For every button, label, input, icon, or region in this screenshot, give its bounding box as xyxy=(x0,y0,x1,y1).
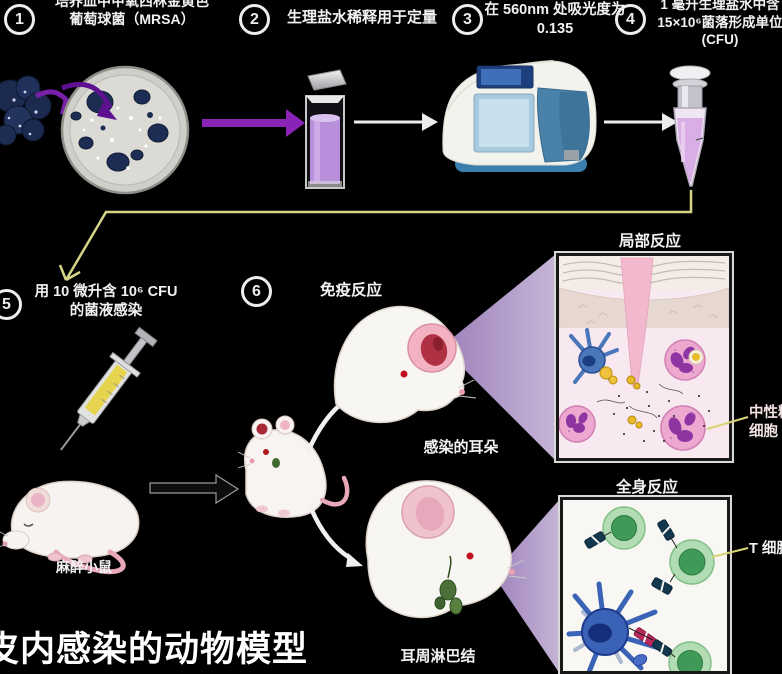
immune-cells-illustration xyxy=(563,500,727,671)
anesthetized-mouse-icon xyxy=(0,480,140,575)
step-4-label: 1 毫升生理盐水中含 15×10⁶菌落形成单位 (CFU) xyxy=(657,0,782,48)
step-5-number: 5 xyxy=(0,289,22,320)
antigen-blob-icon xyxy=(632,654,648,666)
systemic-reaction-label: 全身反应 xyxy=(615,479,678,496)
arrow-dish-to-cuvette-icon xyxy=(202,109,305,137)
receptor-bar-icon xyxy=(584,531,606,549)
spectrophotometer-icon xyxy=(442,60,597,172)
infected-ear-label: 感染的耳朵 xyxy=(423,439,499,456)
step-5-label: 用 10 微升含 10⁶ CFU 的菌液感染 xyxy=(34,284,178,319)
mouse-icon xyxy=(237,415,350,518)
neutrophil-icon xyxy=(664,339,706,381)
ear-lymph-nodes-label: 耳周淋巴结 xyxy=(400,648,476,665)
step-2-number: 2 xyxy=(239,4,270,35)
step-3-label: 在 560nm 处吸光度为 0.135 xyxy=(484,2,626,37)
step-2-label: 生理盐水稀释用于定量 xyxy=(286,9,437,26)
dendritic-cell-icon xyxy=(569,328,619,385)
step-4-number: 4 xyxy=(615,4,646,35)
infected-ear-mouse-icon xyxy=(333,305,477,424)
neutrophil-icon xyxy=(660,405,706,451)
beam-local-icon xyxy=(450,254,556,461)
neutrophils-label: 中性粒 细胞 xyxy=(749,405,782,440)
arrow-cuvette-to-spectro-icon xyxy=(354,113,438,131)
local-reaction-label: 局部反应 xyxy=(618,233,681,250)
local-reaction-inset xyxy=(556,253,732,461)
debris-specks xyxy=(613,391,710,442)
microcentrifuge-tube-icon xyxy=(669,65,711,187)
anesthetized-mouse-label: 麻醉小鼠 xyxy=(56,559,112,575)
petri-dish-icon xyxy=(60,65,190,195)
receptor-bar-icon xyxy=(651,639,673,657)
bacteria-cluster-icon xyxy=(0,75,52,146)
step-3-number: 3 xyxy=(452,4,483,35)
immune-response-label: 免疫反应 xyxy=(319,282,382,299)
cuvette-icon xyxy=(305,69,347,189)
arrow-spectro-to-tube-icon xyxy=(604,113,678,131)
dendritic-cell-icon xyxy=(566,581,662,671)
arrow-to-lymph-node-icon xyxy=(307,505,363,567)
step-6-number: 6 xyxy=(241,276,272,307)
bacteria-icon xyxy=(626,375,643,429)
connector-step4-to-step5 xyxy=(58,190,693,282)
step-1-label: 培养皿中甲氧西林金黄色 葡萄球菌（MRSA） xyxy=(55,0,209,28)
step-1-number: 1 xyxy=(4,4,35,35)
receptor-bar-icon xyxy=(651,577,673,595)
arrow-mouse-to-mouse-icon xyxy=(149,473,240,505)
lymph-node-mouse-icon xyxy=(365,480,527,619)
beam-systemic-icon xyxy=(497,499,560,674)
t-cell-icon xyxy=(668,641,712,671)
figure-title: 皮内感染的动物模型 xyxy=(0,630,309,669)
neutrophil-icon xyxy=(559,405,596,443)
t-cell-icon xyxy=(602,506,646,550)
syringe-icon xyxy=(60,326,158,451)
t-cell-icon xyxy=(669,539,715,585)
skin-section-illustration xyxy=(559,256,729,458)
t-cells-label: T 细胞 xyxy=(749,541,782,557)
systemic-reaction-inset xyxy=(560,497,730,674)
